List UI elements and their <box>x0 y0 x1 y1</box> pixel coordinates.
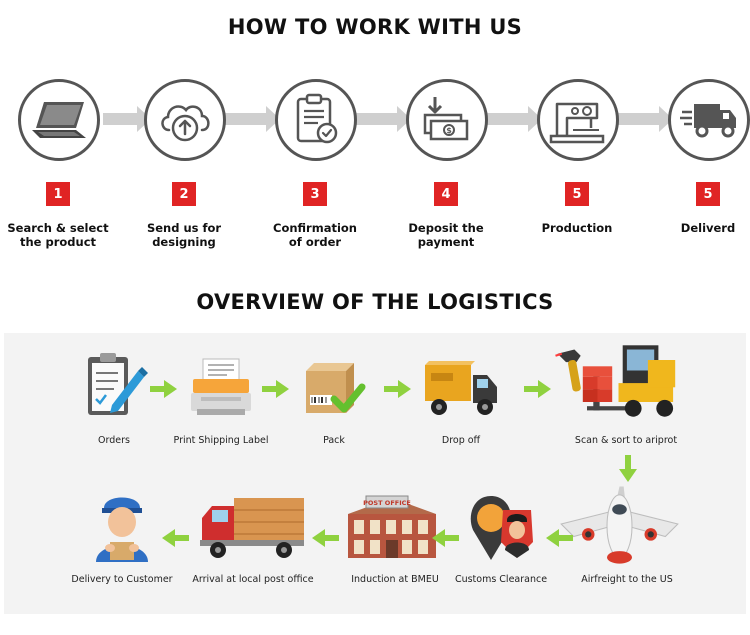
logistics-step-label: Orders <box>98 435 130 446</box>
step-icon-circle <box>18 79 100 161</box>
logistics-step-label: Scan & sort to ariprot <box>574 435 678 446</box>
logistics-step-induction-bmeu: POST OFFICE Induction at BMEU <box>330 490 460 600</box>
logistics-step-print-label: Print Shipping Label <box>156 351 286 461</box>
logistics-step-label: Pack <box>323 435 345 446</box>
green-arrow-left-icon <box>546 529 573 547</box>
post-office-icon: POST OFFICE <box>348 495 436 558</box>
step-icon-circle <box>275 79 357 161</box>
step-number-badge: 5 <box>565 182 589 206</box>
airplane-icon <box>560 486 679 564</box>
svg-text:$: $ <box>446 126 452 135</box>
laptop-icon <box>32 102 86 138</box>
step-number-badge: 2 <box>172 182 196 206</box>
green-arrow-left-icon <box>162 529 189 547</box>
mail-truck-icon <box>200 498 304 558</box>
logistics-step-airfreight: Airfreight to the US <box>560 486 692 600</box>
logistics-step-customs-clearance: Customs Clearance <box>436 490 566 600</box>
package-box-icon <box>306 363 366 413</box>
step-search-select: 1 Search & select the product <box>0 79 123 259</box>
courier-person-icon <box>96 497 148 562</box>
delivery-truck-icon <box>680 104 736 138</box>
logistics-step-label: Drop off <box>441 435 481 446</box>
green-arrow-right-icon <box>150 380 177 398</box>
step-label: Search & select the product <box>7 221 109 249</box>
post-office-sign: POST OFFICE <box>363 499 411 507</box>
step-label: Production <box>541 221 613 235</box>
green-arrow-left-icon <box>432 529 459 547</box>
clipboard-check-icon <box>296 93 338 144</box>
cargo-truck-icon <box>425 361 497 415</box>
step-deposit: $ 4 Deposit the payment <box>381 79 511 259</box>
logistics-step-arrival-post-office: Arrival at local post office <box>188 490 318 600</box>
logistics-panel: Orders Print Shipping Label Pack <box>4 333 746 614</box>
step-number-badge: 1 <box>46 182 70 206</box>
logistics-step-delivery-customer: Delivery to Customer <box>57 490 187 600</box>
green-arrow-right-icon <box>262 380 289 398</box>
logistics-step-scan-sort: Scan & sort to ariprot <box>555 345 691 461</box>
step-confirmation: 3 Confirmation of order <box>250 79 380 259</box>
green-arrow-left-icon <box>312 529 339 547</box>
money-deposit-icon: $ <box>423 97 469 141</box>
cloud-upload-icon <box>161 105 210 142</box>
label-printer-icon <box>191 358 251 415</box>
step-number-badge: 4 <box>434 182 458 206</box>
step-send-design: 2 Send us for designing <box>119 79 249 259</box>
logistics-step-label: Customs Clearance <box>454 574 548 585</box>
logistics-step-pack: Pack <box>269 351 399 461</box>
logistics-step-label: Induction at BMEU <box>351 574 439 585</box>
step-delivered: 5 Deliverd <box>643 79 750 259</box>
logistics-step-orders: Orders <box>49 351 179 461</box>
logistics-step-label: Arrival at local post office <box>192 574 314 585</box>
step-icon-circle <box>668 79 750 161</box>
section-title-logistics: OVERVIEW OF THE LOGISTICS <box>196 290 554 314</box>
step-icon-circle <box>144 79 226 161</box>
green-arrow-down-icon <box>619 455 637 482</box>
step-label: Deposit the payment <box>408 221 484 249</box>
scanner-forklift-icon <box>555 345 676 417</box>
section-title-how-to-work: HOW TO WORK WITH US <box>227 15 523 39</box>
customs-officer-icon <box>470 496 533 560</box>
step-production: 5 Production <box>512 79 642 259</box>
green-arrow-right-icon <box>384 380 411 398</box>
green-arrow-right-icon <box>524 380 551 398</box>
order-clipboard-icon <box>88 353 148 415</box>
logistics-step-drop-off: Drop off <box>396 351 526 461</box>
step-number-badge: 3 <box>303 182 327 206</box>
step-number-badge: 5 <box>696 182 720 206</box>
logistics-step-label: Airfreight to the US <box>581 574 673 585</box>
logistics-step-label: Print Shipping Label <box>173 435 269 446</box>
step-icon-circle: $ <box>406 79 488 161</box>
step-label: Send us for designing <box>146 221 222 249</box>
step-icon-circle <box>537 79 619 161</box>
step-label: Deliverd <box>680 221 736 235</box>
logistics-step-label: Delivery to Customer <box>71 574 173 585</box>
sewing-machine-icon <box>549 102 605 144</box>
step-label: Confirmation of order <box>273 221 357 249</box>
